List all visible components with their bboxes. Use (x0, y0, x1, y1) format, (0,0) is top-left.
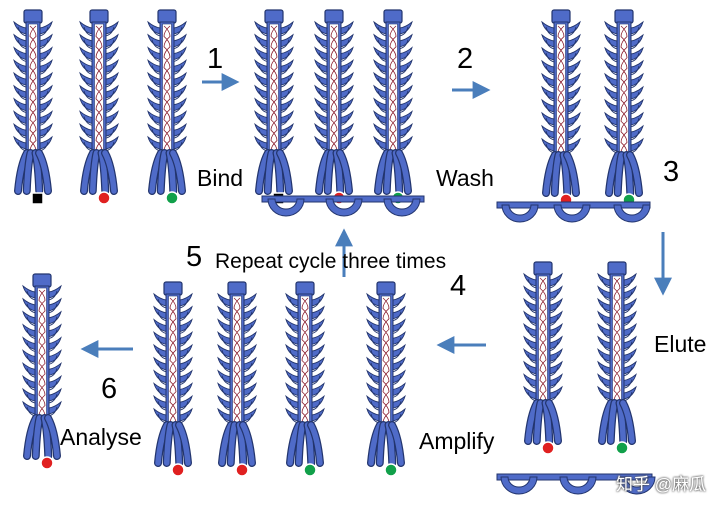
phage-library-2 (79, 9, 119, 205)
bind-label: Bind (197, 165, 244, 191)
green-dot-tag-icon (615, 441, 629, 455)
phage-bound-2 (314, 9, 354, 205)
analyse-label: Analyse (60, 424, 142, 450)
step-2-label: 2 (457, 43, 474, 75)
wash-target-surface (496, 201, 651, 223)
phage-washed-1 (541, 9, 581, 207)
phage-library-1 (13, 9, 53, 205)
red-dot-tag-icon (97, 191, 111, 205)
step-4-label: 4 (450, 270, 467, 302)
phage-amplified-3 (285, 281, 325, 477)
bind-target-surface (261, 195, 425, 217)
target-cup-icon (501, 204, 539, 223)
target-cup-icon (267, 198, 305, 217)
black-square-tag-icon (31, 192, 44, 205)
wash-label: Wash (436, 165, 494, 191)
green-dot-tag-icon (303, 463, 317, 477)
target-cup-icon (618, 476, 656, 495)
target-cup-icon (500, 476, 538, 495)
green-dot-tag-icon (165, 191, 179, 205)
red-dot-tag-icon (235, 463, 249, 477)
phage-bound-3 (373, 9, 413, 205)
red-dot-tag-icon (40, 456, 54, 470)
target-cup-icon (383, 198, 421, 217)
red-dot-tag-icon (171, 463, 185, 477)
target-cup-icon (613, 204, 651, 223)
step-5-label: 5 (186, 241, 203, 273)
phage-amplified-4 (366, 281, 406, 477)
phage-eluted-2 (597, 261, 637, 455)
phage-amplified-1 (153, 281, 193, 477)
phage-washed-2 (604, 9, 644, 207)
phage-bound-1 (254, 9, 294, 205)
repeat-label: Repeat cycle three times (215, 250, 447, 273)
amplify-label: Amplify (419, 428, 495, 454)
phage-analysed (22, 273, 62, 470)
step-6-label: 6 (101, 373, 118, 405)
step-3-label: 3 (663, 156, 680, 188)
watermark: 知乎 @麻瓜 (616, 475, 706, 494)
target-cup-icon (559, 476, 597, 495)
elute-target-surface (496, 473, 656, 495)
elute-label: Elute (654, 331, 707, 357)
phage-library-3 (147, 9, 187, 205)
phage-amplified-2 (217, 281, 257, 477)
red-dot-tag-icon (541, 441, 555, 455)
target-cup-icon (325, 198, 363, 217)
phage-eluted-1 (523, 261, 563, 455)
target-cup-icon (553, 204, 591, 223)
green-dot-tag-icon (384, 463, 398, 477)
step-1-label: 1 (207, 43, 224, 75)
